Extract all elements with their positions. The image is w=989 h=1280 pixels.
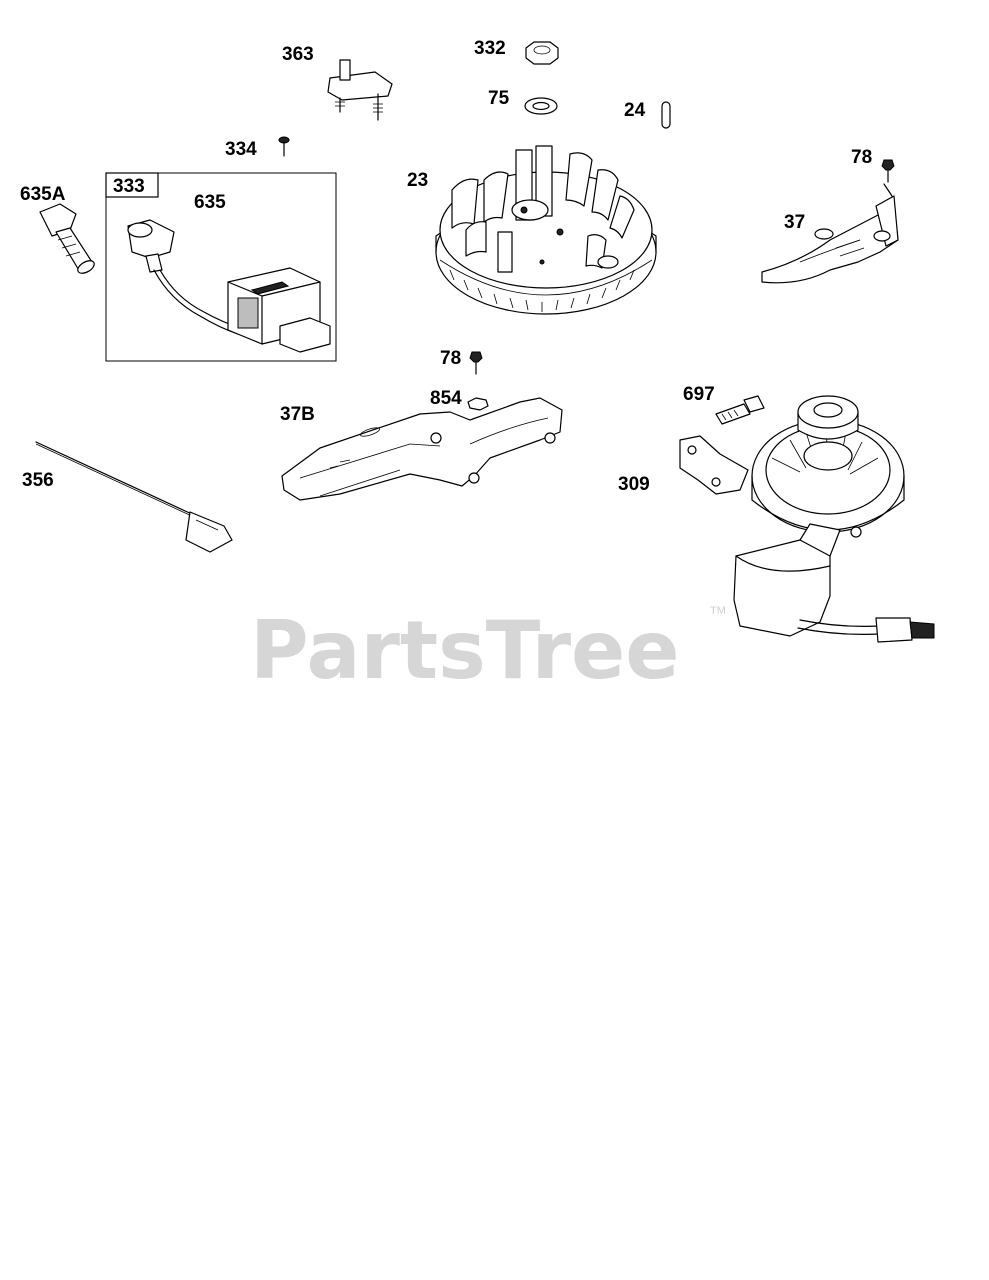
part-334-screw-drawing	[278, 136, 290, 157]
callout-334: 334	[225, 139, 257, 160]
part-78-screw-drawing	[881, 159, 895, 197]
part-363-bracket-drawing	[327, 59, 393, 121]
part-23-flywheel-drawing	[435, 145, 657, 315]
watermark-text: PartsTree	[250, 604, 680, 697]
callout-24: 24	[624, 100, 646, 121]
callout-333: 333	[113, 176, 145, 197]
part-37-bracket-drawing	[761, 195, 899, 284]
callout-37: 37	[784, 212, 805, 233]
callout-697: 697	[683, 384, 715, 405]
callout-854: 854	[430, 388, 462, 409]
callout-75: 75	[488, 88, 510, 109]
callout-363: 363	[282, 44, 314, 65]
part-37b-plate-drawing	[281, 397, 563, 501]
part-333-kit-box	[105, 172, 337, 362]
part-635a-boot-drawing	[39, 203, 95, 274]
callout-635: 635	[194, 192, 226, 213]
callout-635a: 635A	[20, 184, 66, 205]
callout-37b: 37B	[280, 404, 315, 425]
callout-309: 309	[618, 474, 650, 495]
part-332-nut-drawing	[525, 41, 559, 65]
part-75-washer-drawing	[524, 97, 558, 115]
part-635-armature-drawing	[127, 219, 331, 353]
part-309-assembly-drawing	[679, 395, 935, 643]
callout-356: 356	[22, 470, 54, 491]
watermark-trademark: TM	[710, 605, 726, 617]
part-697-bolt-drawing	[715, 395, 765, 425]
callout-23: 23	[407, 170, 428, 191]
part-24-pin-drawing	[661, 101, 671, 129]
part-78-small-screw-drawing	[469, 351, 483, 375]
callout-78-top: 78	[851, 147, 872, 168]
part-356-wire-drawing	[35, 441, 233, 553]
part-854-nut-drawing	[467, 397, 489, 411]
callout-78-middle: 78	[440, 348, 461, 369]
callout-332: 332	[474, 38, 506, 59]
